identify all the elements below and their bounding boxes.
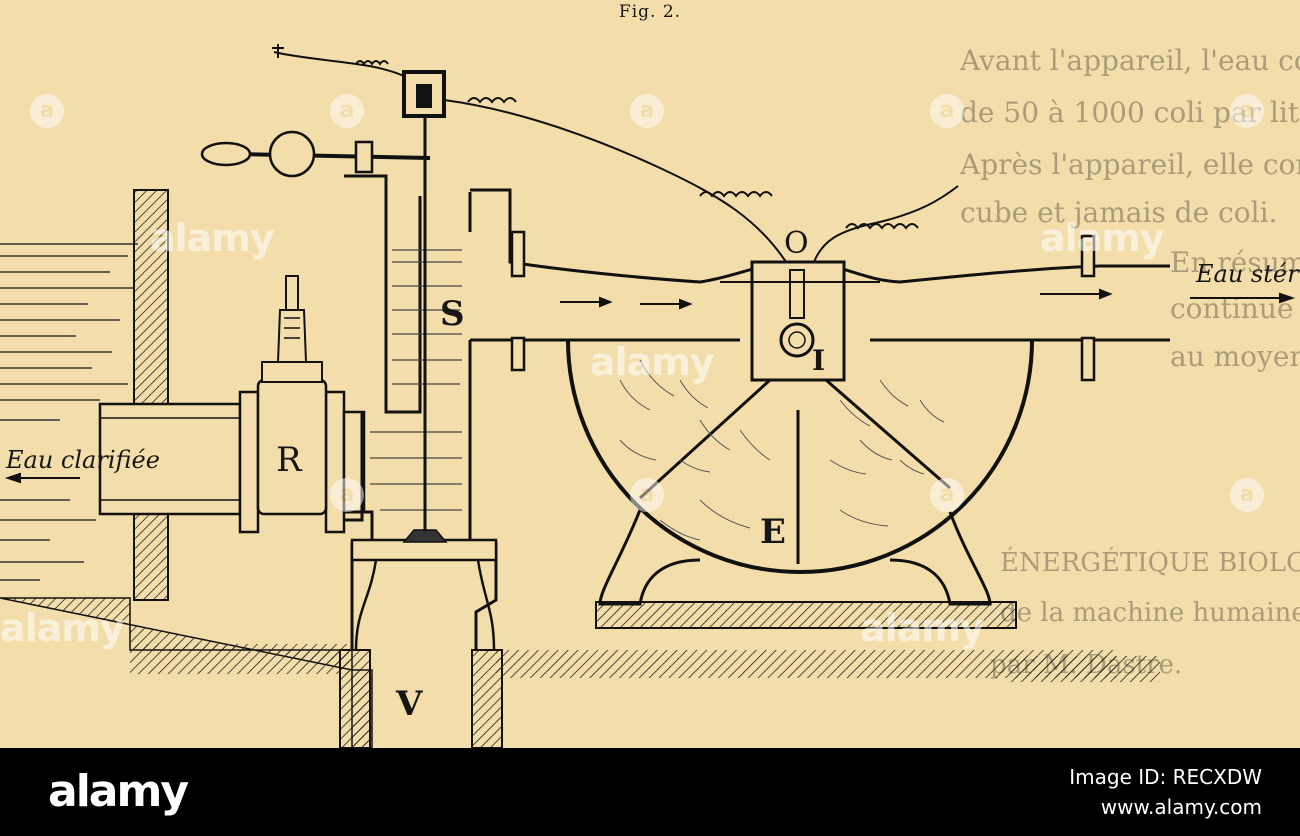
vessel-leg-left bbox=[598, 509, 701, 606]
label-s: S bbox=[440, 294, 465, 334]
floor-base bbox=[130, 644, 350, 674]
label-r: R bbox=[276, 440, 302, 480]
lever-arm bbox=[235, 152, 431, 160]
watermark-symbol: a bbox=[330, 478, 364, 512]
background-text-line: Après l'appareil, elle contenait une moy… bbox=[960, 148, 1300, 181]
column-base-right bbox=[468, 340, 498, 650]
valve-flange-left bbox=[238, 390, 260, 534]
watermark-symbol: a bbox=[930, 478, 964, 512]
label-inlet: Eau clarifiée bbox=[6, 446, 160, 474]
background-text-line: de la machine humaine. Note de M. Jules … bbox=[1000, 598, 1300, 628]
brand-logo[interactable]: alamy bbox=[48, 766, 189, 817]
watermark-symbol: a bbox=[330, 94, 364, 128]
reservoir-water bbox=[0, 243, 138, 581]
label-v: V bbox=[396, 684, 423, 724]
label-i: I bbox=[812, 344, 826, 377]
watermark-text: alamy bbox=[0, 606, 125, 650]
scanned-figure: Avant l'appareil, l'eau contenait de 50 … bbox=[0, 0, 1300, 748]
watermark-symbol: a bbox=[1230, 478, 1264, 512]
background-text-line: En résumé, nous avons obtenu pendant 8 s… bbox=[1170, 246, 1300, 279]
column-water bbox=[370, 249, 462, 511]
footer-bar: alamy Image ID: RECXDW www.alamy.com bbox=[0, 748, 1300, 836]
image-id: Image ID: RECXDW bbox=[1069, 765, 1262, 789]
background-text-line: Avant l'appareil, l'eau contenait de 50 … bbox=[960, 44, 1300, 77]
floor-far-right bbox=[1010, 656, 1160, 682]
watermark-symbol: a bbox=[630, 94, 664, 128]
vessel-shell bbox=[566, 339, 1034, 574]
flange bbox=[1080, 234, 1096, 278]
watermark-text: alamy bbox=[590, 340, 715, 384]
watermark-text: alamy bbox=[150, 216, 275, 260]
watermark-symbol: a bbox=[930, 94, 964, 128]
vessel-leg-right bbox=[889, 511, 992, 606]
pedestal bbox=[595, 601, 1017, 629]
image-meta: Image ID: RECXDW www.alamy.com bbox=[1069, 762, 1262, 822]
vessel-flow-lines bbox=[619, 359, 945, 541]
watermark-text: alamy bbox=[1040, 216, 1165, 260]
uv-lamp bbox=[779, 322, 815, 358]
flange bbox=[1080, 336, 1096, 382]
flange bbox=[510, 230, 526, 278]
watermark-text: alamy bbox=[860, 606, 985, 650]
label-o: O bbox=[784, 226, 809, 261]
label-outlet: Eau stér bbox=[1196, 260, 1299, 288]
background-text-line: au moyen de 600 watts-heure bbox=[1170, 340, 1300, 373]
counterweight bbox=[268, 130, 316, 178]
valve-stem bbox=[276, 309, 308, 363]
lever-handle bbox=[200, 141, 252, 167]
reservoir-wall bbox=[133, 189, 169, 601]
watermark-symbol: a bbox=[630, 478, 664, 512]
flow-arrows bbox=[4, 288, 1296, 484]
label-e: E bbox=[760, 512, 786, 552]
background-text-line: ÉNERGÉTIQUE BIOLOGIQUE. — Une singularit… bbox=[1000, 548, 1300, 578]
drain-wall-left bbox=[339, 649, 371, 748]
float-cone bbox=[402, 529, 448, 543]
site-link[interactable]: www.alamy.com bbox=[1100, 795, 1262, 819]
sterilizer-diagram bbox=[0, 44, 1296, 748]
figure-caption: Fig. 2. bbox=[618, 2, 682, 22]
flange bbox=[510, 336, 526, 372]
watermark-symbol: a bbox=[1230, 94, 1264, 128]
watermark-symbol: a bbox=[30, 94, 64, 128]
background-text-line: cube et jamais de coli. bbox=[960, 196, 1278, 229]
